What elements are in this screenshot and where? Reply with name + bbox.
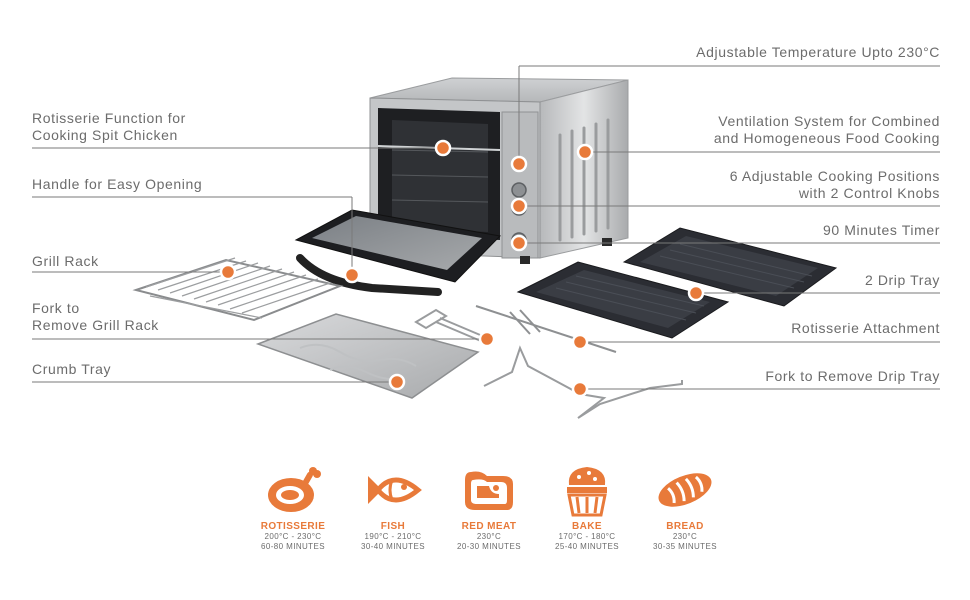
- marker-drip-tray: [687, 284, 705, 302]
- marker-ventilation: [576, 143, 594, 161]
- oven-foot: [520, 256, 530, 264]
- marker-temperature: [510, 155, 528, 173]
- callout-text-line: Fork to: [32, 300, 80, 316]
- callout-fork-grill-rack: Fork to Remove Grill Rack: [32, 300, 159, 334]
- callout-rotisserie-attachment: Rotisserie Attachment: [791, 320, 940, 337]
- toaster-oven: [294, 77, 629, 296]
- callout-text-line: 90 Minutes Timer: [823, 222, 940, 238]
- bread-icon: [658, 473, 712, 507]
- callout-grill-rack: Grill Rack: [32, 253, 99, 270]
- marker-crumb-tray: [388, 373, 406, 391]
- callout-text-line: with 2 Control Knobs: [798, 185, 940, 201]
- callout-text-line: Adjustable Temperature Upto 230°C: [696, 44, 940, 60]
- preset-rotisserie: ROTISSERIE 200°C - 230°C 60-80 MINUTES: [238, 462, 348, 552]
- preset-name: ROTISSERIE: [260, 521, 326, 532]
- preset-time: 30-35 MINUTES: [653, 542, 717, 551]
- chicken-icon: [268, 467, 321, 512]
- callout-text-line: Crumb Tray: [32, 361, 112, 377]
- rotisserie-attachment: [475, 305, 617, 353]
- callout-text-line: Rotisserie Function for: [32, 110, 186, 126]
- callout-text-line: Cooking Spit Chicken: [32, 127, 178, 143]
- marker-rotisserie: [434, 139, 452, 157]
- marker-cooking-positions: [510, 197, 528, 215]
- callout-text-line: Rotisserie Attachment: [791, 320, 940, 336]
- preset-time: 60-80 MINUTES: [261, 542, 325, 551]
- marker-fork-grill: [478, 330, 496, 348]
- oven-vents: [558, 118, 610, 242]
- callout-handle: Handle for Easy Opening: [32, 176, 202, 193]
- preset-temp: 170°C - 180°C: [558, 532, 616, 541]
- cupcake-icon: [567, 467, 607, 517]
- callout-text-line: and Homogeneous Food Cooking: [713, 130, 940, 146]
- preset-temp: 230°C: [672, 532, 698, 541]
- fish-icon: [368, 476, 422, 504]
- marker-fork-drip-tray: [571, 380, 589, 398]
- drip-tray-back: [622, 227, 838, 307]
- preset-name: BAKE: [572, 521, 602, 532]
- cooking-presets: ROTISSERIE 200°C - 230°C 60-80 MINUTES F…: [238, 462, 738, 582]
- marker-handle: [343, 266, 361, 284]
- callout-text-line: 6 Adjustable Cooking Positions: [729, 168, 940, 184]
- preset-name: BREAD: [666, 521, 704, 532]
- preset-time: 25-40 MINUTES: [555, 542, 619, 551]
- leader-lines: [32, 65, 940, 390]
- callout-text-line: Ventilation System for Combined: [718, 113, 940, 129]
- callout-crumb-tray: Crumb Tray: [32, 361, 111, 378]
- preset-time: 30-40 MINUTES: [361, 542, 425, 551]
- callout-fork-drip-tray: Fork to Remove Drip Tray: [765, 368, 940, 385]
- steak-icon: [465, 471, 513, 510]
- marker-rotisserie-attachment: [571, 333, 589, 351]
- preset-fish: FISH 190°C - 210°C 30-40 MINUTES: [338, 462, 448, 552]
- oven-door-glass: [312, 216, 482, 270]
- callout-text-line: Fork to Remove Drip Tray: [765, 368, 940, 384]
- door-handle: [296, 254, 442, 296]
- callout-timer: 90 Minutes Timer: [823, 222, 940, 239]
- grill-rack: [132, 257, 344, 322]
- callout-text-line: Remove Grill Rack: [32, 317, 159, 333]
- preset-name: RED MEAT: [461, 521, 517, 532]
- preset-name: FISH: [380, 521, 406, 532]
- preset-time: 20-30 MINUTES: [457, 542, 521, 551]
- marker-grill-rack: [219, 263, 237, 281]
- preset-temp: 230°C: [476, 532, 502, 541]
- preset-temp: 190°C - 210°C: [364, 532, 422, 541]
- preset-temp: 200°C - 230°C: [264, 532, 322, 541]
- callout-ventilation: Ventilation System for Combined and Homo…: [714, 113, 940, 147]
- callout-temperature: Adjustable Temperature Upto 230°C: [696, 44, 940, 61]
- callout-rotisserie-function: Rotisserie Function for Cooking Spit Chi…: [32, 110, 186, 144]
- callout-markers: [219, 139, 705, 398]
- drip-tray-front: [516, 261, 730, 339]
- oven-foot: [602, 238, 612, 246]
- preset-bake: BAKE 170°C - 180°C 25-40 MINUTES: [532, 462, 642, 552]
- callout-text-line: Grill Rack: [32, 253, 99, 269]
- callout-drip-tray: 2 Drip Tray: [865, 272, 940, 289]
- callout-text-line: 2 Drip Tray: [864, 272, 940, 288]
- preset-bread: BREAD 230°C 30-35 MINUTES: [630, 462, 740, 552]
- callout-text-line: Handle for Easy Opening: [32, 176, 203, 192]
- drip-tray-fork: [483, 345, 683, 419]
- callout-cooking-positions: 6 Adjustable Cooking Positions with 2 Co…: [730, 168, 940, 202]
- marker-timer: [510, 234, 528, 252]
- preset-red-meat: RED MEAT 230°C 20-30 MINUTES: [434, 462, 544, 552]
